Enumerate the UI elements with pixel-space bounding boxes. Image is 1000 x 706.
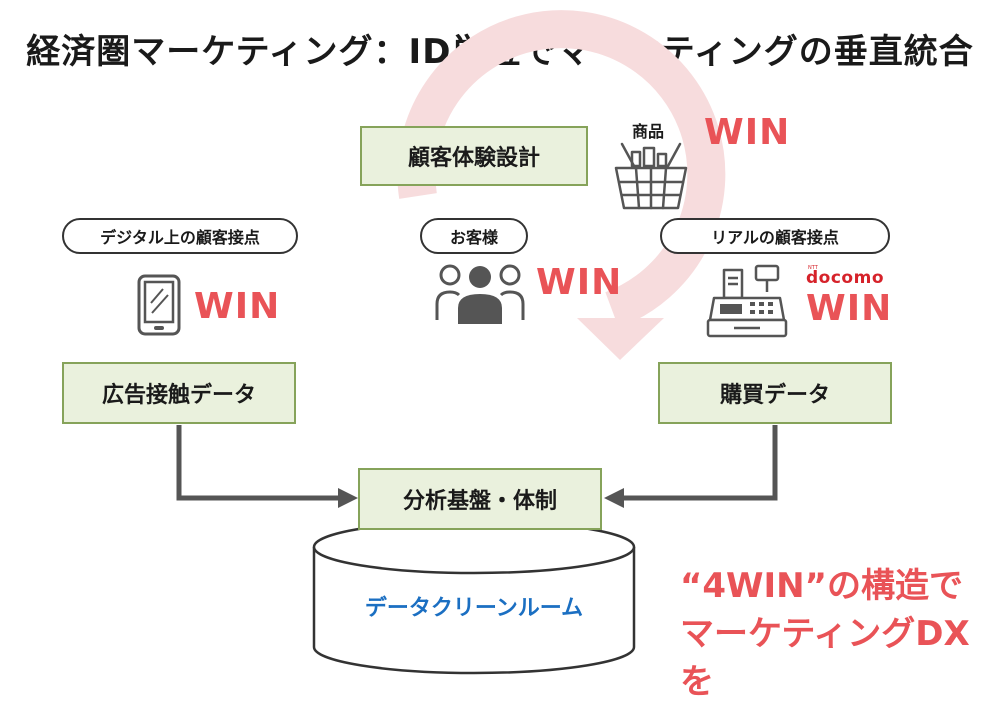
box-analytics: 分析基盤・体制	[358, 468, 602, 530]
tagline-line-1: “4WIN”の構造で	[680, 566, 963, 606]
cylinder-body	[312, 547, 636, 675]
win-real: WIN	[806, 288, 893, 329]
cash-register-icon	[706, 264, 788, 338]
connector-ad-line	[176, 425, 340, 501]
docomo-sub-label: NTT	[808, 265, 818, 271]
product-label: 商品	[632, 122, 665, 141]
connector-purchase-arrowhead	[604, 488, 624, 508]
win-customer: WIN	[536, 262, 623, 303]
connector-purchase-line	[622, 425, 778, 501]
connector-purchase-to-analytics	[604, 425, 778, 508]
people-icon	[435, 264, 525, 324]
pill-digital-touchpoint: デジタル上の顧客接点	[62, 218, 298, 254]
docomo-logo: docomo	[806, 268, 884, 288]
cycle-arrow-head	[577, 318, 664, 360]
clean-room-label: データクリーンルーム	[364, 596, 584, 621]
connector-ad-to-analytics	[176, 425, 358, 508]
win-digital: WIN	[194, 286, 281, 327]
shopping-basket-icon	[614, 142, 688, 210]
box-purchase-data: 購買データ	[658, 362, 892, 424]
box-ad-data: 広告接触データ	[62, 362, 296, 424]
connector-ad-arrowhead	[338, 488, 358, 508]
tagline-line-2: マーケティングDXを	[680, 614, 970, 702]
win-product: WIN	[704, 112, 791, 153]
pill-real-touchpoint: リアルの顧客接点	[660, 218, 890, 254]
box-cx-design: 顧客体験設計	[360, 126, 588, 186]
pill-customer: お客様	[420, 218, 528, 254]
tablet-icon	[137, 274, 181, 336]
